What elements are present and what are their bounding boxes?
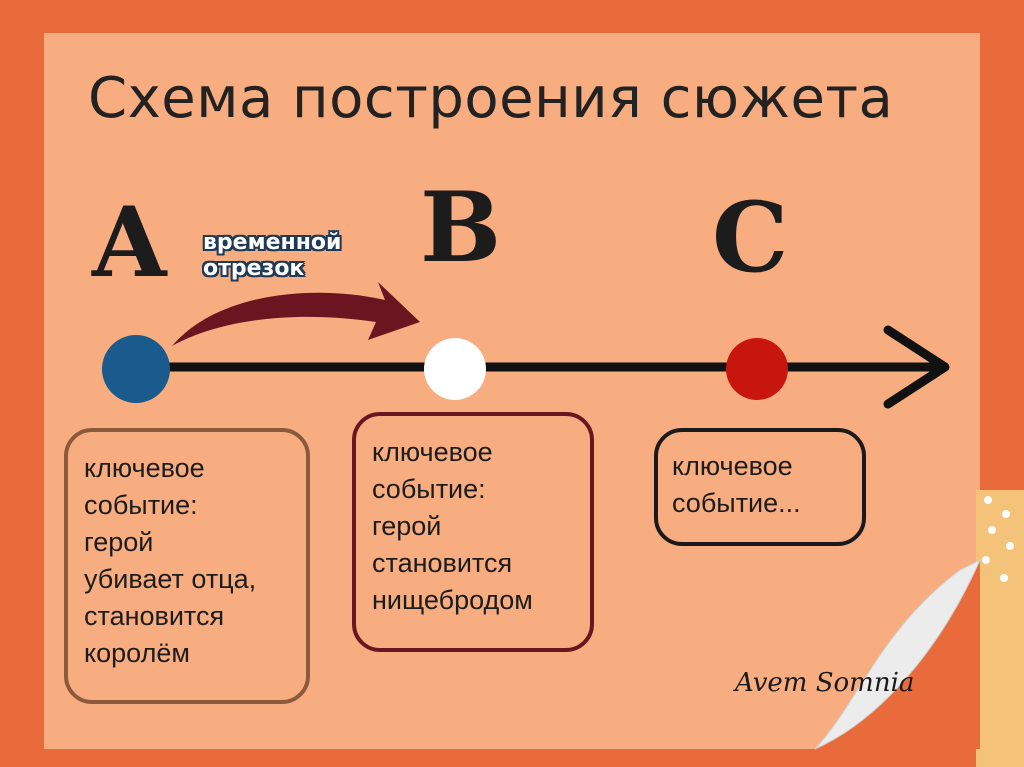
diagram-card <box>44 33 980 749</box>
event-box-c: ключевое событие... <box>654 428 866 546</box>
point-letter-c: C <box>712 181 789 294</box>
event-c-line-1: ключевое <box>672 451 793 481</box>
event-b-line-3: герой <box>372 511 442 541</box>
event-b-line-4: становится <box>372 548 513 578</box>
event-a-line-1: ключевое <box>84 453 205 483</box>
point-marker-b <box>424 338 486 400</box>
interval-label-line-2: отрезок <box>203 256 305 281</box>
event-b-line-1: ключевое <box>372 437 493 467</box>
decorative-corner-pattern <box>976 490 1024 767</box>
event-a-line-3: герой <box>84 527 154 557</box>
point-letter-a: A <box>92 186 167 299</box>
author-signature: Avem Somnia <box>735 668 915 698</box>
event-a-line-4: убивает отца, <box>84 564 257 594</box>
point-marker-a <box>102 335 170 403</box>
event-a-line-2: событие: <box>84 490 198 520</box>
event-b-line-5: нищебродом <box>372 585 533 615</box>
event-a-line-5: становится <box>84 601 225 631</box>
time-interval-arrow <box>172 282 420 346</box>
event-box-b: ключевое событие: герой становится нищеб… <box>352 412 594 652</box>
time-interval-label: временной отрезок <box>203 230 373 282</box>
event-b-line-2: событие: <box>372 474 486 504</box>
timeline-arrowhead <box>883 325 950 409</box>
point-marker-c <box>726 338 788 400</box>
interval-label-line-1: временной <box>203 230 342 255</box>
event-c-line-2: событие... <box>672 488 801 518</box>
event-a-line-6: королём <box>84 638 190 668</box>
point-letter-b: B <box>420 171 502 284</box>
event-box-a: ключевое событие: герой убивает отца, ст… <box>64 428 310 704</box>
diagram-title: Схема построения сюжета <box>88 66 894 131</box>
